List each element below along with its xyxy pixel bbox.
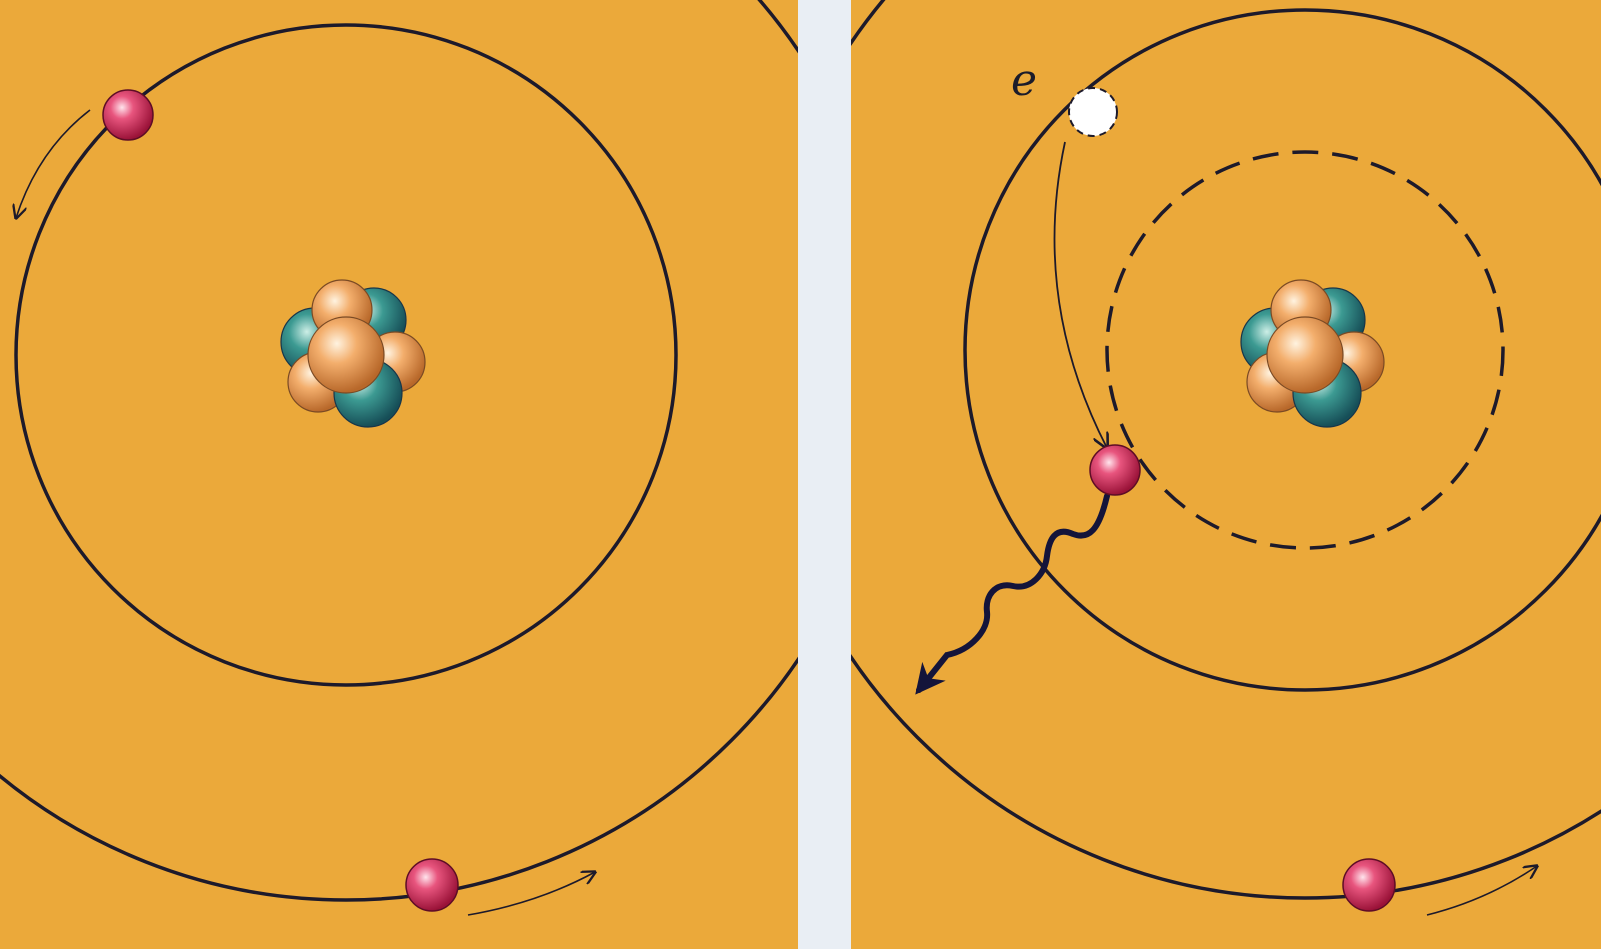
panel-left bbox=[0, 0, 798, 949]
panel-right: e bbox=[851, 0, 1601, 949]
outer-orbit-motion-arrow bbox=[468, 872, 595, 915]
panel-right-figure: e bbox=[851, 0, 1601, 949]
panel-left-figure bbox=[0, 0, 798, 949]
transitioned-electron bbox=[1090, 445, 1140, 495]
outer-orbit bbox=[851, 0, 1601, 898]
nucleus bbox=[281, 280, 425, 427]
outer-orbit-motion-arrow bbox=[1427, 866, 1537, 915]
inner-electron bbox=[103, 90, 153, 140]
nucleus bbox=[1241, 280, 1384, 427]
outer-electron bbox=[406, 859, 458, 911]
electron-label: e bbox=[1011, 55, 1037, 106]
electron-transition-arrow bbox=[1054, 142, 1107, 448]
electron-vacancy bbox=[1069, 88, 1117, 136]
outer-electron bbox=[1343, 859, 1395, 911]
